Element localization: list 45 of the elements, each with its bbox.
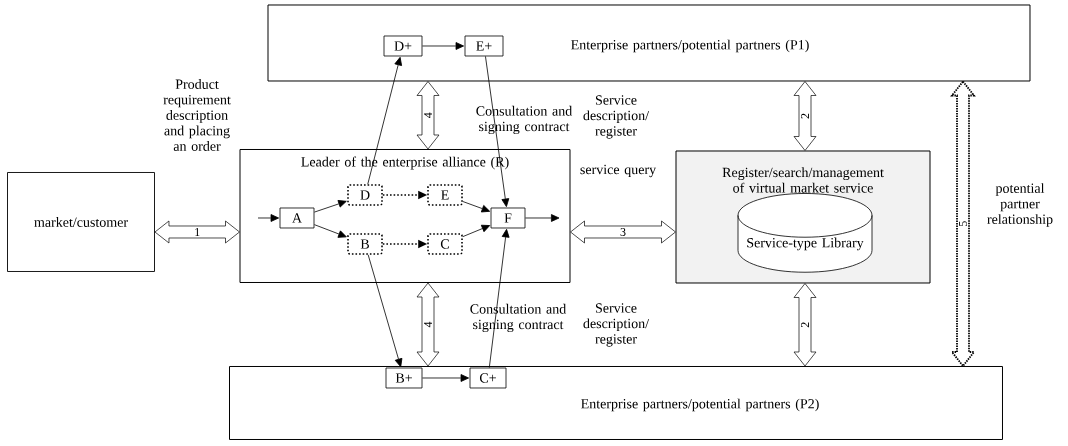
annotation: Service description/ register — [583, 303, 650, 347]
hollow-arrow — [570, 220, 676, 244]
arrow — [422, 374, 469, 382]
annotation: Service description/ register — [583, 95, 650, 139]
process-box: B+ — [385, 367, 423, 389]
arrow — [525, 214, 560, 222]
annotation: service query — [580, 164, 657, 178]
arrow — [314, 224, 347, 238]
annotation: Consultation and signing contract — [470, 303, 567, 333]
process-box: E — [427, 184, 463, 206]
process-box: F — [490, 207, 526, 229]
hollow-arrow — [416, 282, 440, 367]
hollow-arrow — [793, 283, 817, 367]
arrow-number: 1 — [195, 228, 200, 236]
arrow — [257, 214, 280, 222]
process-box: B — [347, 233, 383, 255]
hollow-arrow — [154, 220, 240, 244]
arrow — [367, 56, 402, 185]
process-box: D — [347, 184, 383, 206]
arrow — [367, 254, 403, 368]
annotation: potential partner relationship — [987, 183, 1053, 227]
arrow — [462, 201, 491, 213]
hollow-arrow — [793, 81, 817, 151]
customer-box: market/customer — [7, 172, 155, 272]
database-cylinder: Service-type Library — [737, 193, 873, 273]
arrow-number: 2 — [801, 322, 809, 328]
arrow — [488, 228, 510, 368]
process-box: C — [427, 233, 463, 255]
process-box: C+ — [469, 367, 507, 389]
arrow-number: 2 — [801, 113, 809, 119]
arrow — [314, 200, 347, 213]
annotation: Consultation and signing contract — [476, 105, 573, 135]
arrow-number: 5 — [959, 221, 967, 227]
process-box: D+ — [383, 35, 423, 57]
hollow-arrow — [416, 81, 440, 150]
hollow-arrow — [950, 80, 976, 368]
arrow — [422, 42, 464, 50]
process-box: A — [279, 207, 315, 229]
arrow-number: 3 — [620, 227, 626, 236]
annotation: Product requirement description and placing an order — [163, 79, 231, 151]
arrow-number: 4 — [424, 112, 432, 118]
arrow — [462, 224, 491, 238]
arrow — [485, 56, 510, 207]
process-box: E+ — [464, 35, 504, 57]
arrow-number: 4 — [424, 321, 432, 328]
